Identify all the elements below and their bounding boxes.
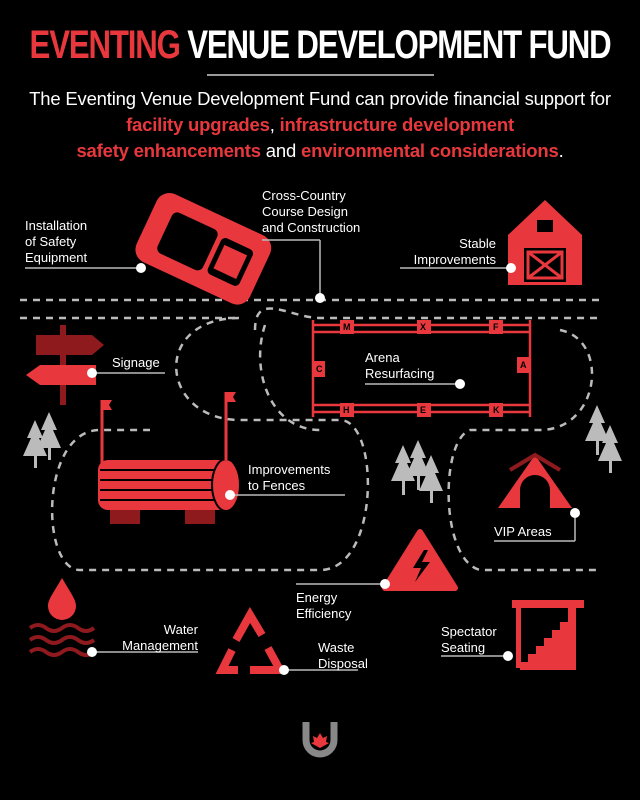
label-line: Resurfacing (365, 366, 435, 381)
marker-a: A (520, 360, 527, 370)
recycle-icon (215, 607, 287, 674)
marker-c: C (316, 364, 323, 374)
marker-m: M (343, 322, 351, 332)
divider (207, 74, 434, 76)
label-line: Equipment (25, 250, 88, 265)
intro-h1: facility upgrades (126, 114, 270, 135)
label-line: to Fences (248, 478, 306, 493)
label-line: Efficiency (296, 606, 352, 621)
vip-tent-icon (498, 452, 572, 508)
label-line: Energy (296, 590, 338, 605)
intro-t4: and (260, 140, 301, 161)
marker-k: K (493, 405, 500, 415)
label-line: Improvements (413, 252, 496, 267)
label-vip: VIP Areas (494, 524, 552, 539)
signage-icon (26, 325, 104, 405)
tree-icons (23, 405, 622, 503)
page-title: EVENTING VENUE DEVELOPMENT FUND (29, 22, 612, 68)
label-signage: Signage (112, 355, 160, 370)
horseshoe-logo-icon (302, 722, 338, 758)
intro-h4: environmental considerations (301, 140, 559, 161)
label-line: Stable (459, 236, 496, 251)
marker-h: H (343, 405, 350, 415)
fence-log-icon (98, 392, 241, 524)
label-line: and Construction (262, 220, 361, 235)
leader-dots (87, 263, 580, 675)
label-line: Disposal (318, 656, 368, 671)
energy-warning-icon (382, 529, 458, 591)
intro-t2: , (269, 114, 280, 135)
intro-h2: infrastructure development (279, 114, 515, 135)
label-line: Waste (318, 640, 355, 655)
safety-equipment-icon (135, 192, 272, 305)
spectator-stand-icon (512, 600, 584, 670)
label-line: Spectator (441, 624, 497, 639)
intro-text: The Eventing Venue Development Fund can … (10, 86, 630, 164)
leader-lines (25, 239, 576, 671)
title-white: VENUE DEVELOPMENT FUND (187, 23, 611, 67)
label-line: Water (163, 622, 198, 637)
barn-icon (508, 200, 582, 285)
arena-markers (313, 320, 529, 417)
label-line: Improvements (248, 462, 331, 477)
marker-f: F (493, 322, 499, 332)
label-line: Course Design (262, 204, 348, 219)
label-line: Arena (365, 350, 400, 365)
marker-e: E (420, 405, 427, 415)
intro-t1: The Eventing Venue Development Fund can … (29, 88, 611, 109)
water-drop-icon (28, 578, 96, 657)
label-line: of Safety (25, 234, 77, 249)
label-line: Installation (25, 218, 88, 233)
intro-h3: safety enhancements (76, 140, 261, 161)
label-line: Cross-Country (262, 188, 346, 203)
track-paths (20, 298, 600, 572)
label-line: Management (122, 638, 198, 653)
intro-t5: . (558, 140, 564, 161)
label-line: Seating (441, 640, 486, 655)
marker-x: X (420, 322, 427, 332)
title-red: EVENTING (29, 23, 181, 67)
